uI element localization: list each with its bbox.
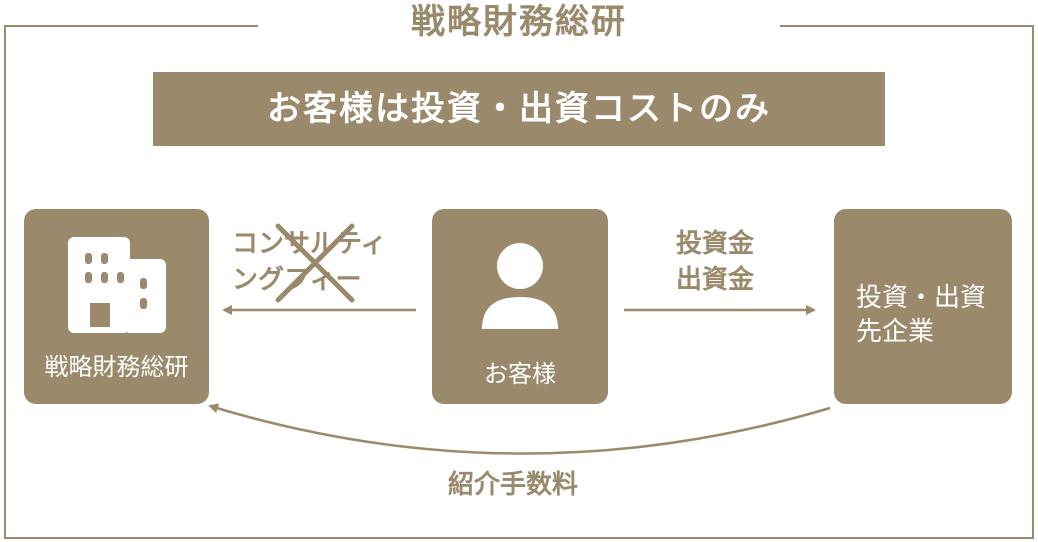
investment-line2: 出資金 bbox=[676, 265, 755, 295]
company-box: 戦略財務総研 bbox=[24, 209, 209, 404]
investee-label: 投資・出資 先企業 bbox=[856, 281, 986, 349]
person-icon bbox=[482, 243, 558, 329]
building-icon bbox=[68, 237, 166, 333]
company-label: 戦略財務総研 bbox=[44, 353, 189, 381]
investment-label: 投資金 出資金 bbox=[676, 226, 754, 298]
investee-box: 投資・出資 先企業 bbox=[834, 209, 1012, 404]
cross-out-icon bbox=[275, 223, 355, 303]
banner: お客様は投資・出資コストのみ bbox=[153, 72, 885, 146]
investee-label-line1: 投資・出資 bbox=[856, 283, 987, 313]
customer-box: お客様 bbox=[432, 209, 608, 404]
customer-label: お客様 bbox=[484, 360, 556, 388]
referral-fee-label: 紹介手数料 bbox=[448, 470, 579, 500]
referral-fee-arrow bbox=[208, 403, 831, 455]
investment-line1: 投資金 bbox=[676, 229, 755, 259]
investee-label-line2: 先企業 bbox=[856, 317, 935, 347]
frame-title: 戦略財務総研 bbox=[258, 0, 780, 48]
